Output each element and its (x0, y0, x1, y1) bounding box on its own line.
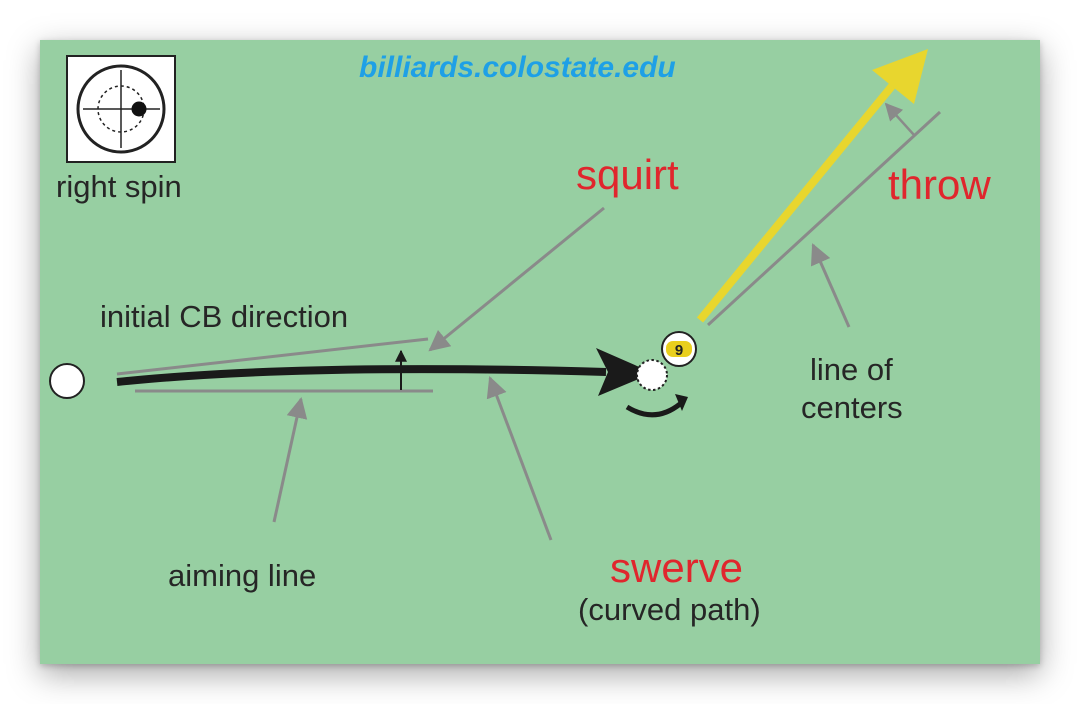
cue-ball-path-arrowhead (596, 348, 653, 396)
line-of-centers-label-line2: centers (801, 390, 903, 425)
swerve-label: swerve (610, 544, 744, 591)
line-of-centers-label-line1: line of (810, 352, 893, 387)
aiming-line-label: aiming line (168, 558, 317, 593)
squirt-pointer (428, 206, 605, 352)
squirt-label: squirt (576, 151, 679, 198)
cue-ball-icon (49, 363, 85, 399)
ball-number: 9 (675, 342, 683, 359)
rotation-arrowhead (675, 394, 688, 411)
throw-label: throw (888, 161, 991, 208)
site-url: billiards.colostate.edu (359, 51, 676, 84)
rotation-arrow-icon (625, 401, 682, 418)
swerve-pointer (486, 376, 553, 541)
diagram-card (40, 40, 1040, 664)
spin-label: right spin (56, 169, 182, 204)
swerve-sublabel: (curved path) (578, 592, 761, 627)
cue-ball-path (116, 365, 607, 386)
spin-diagram-icon (66, 55, 176, 163)
throw-angle-marker (884, 102, 915, 136)
object-ball-9-icon: 9 (661, 331, 697, 367)
object-ball-direction-arrowhead (872, 49, 928, 104)
object-ball-direction-line (696, 83, 896, 323)
ghost-ball-icon (636, 359, 668, 391)
initial-direction-label: initial CB direction (100, 299, 349, 334)
line-of-centers-graphic (706, 110, 942, 327)
initial-direction-line (116, 337, 429, 376)
line-of-centers-pointer (810, 243, 851, 328)
aiming-line-pointer (272, 396, 308, 523)
